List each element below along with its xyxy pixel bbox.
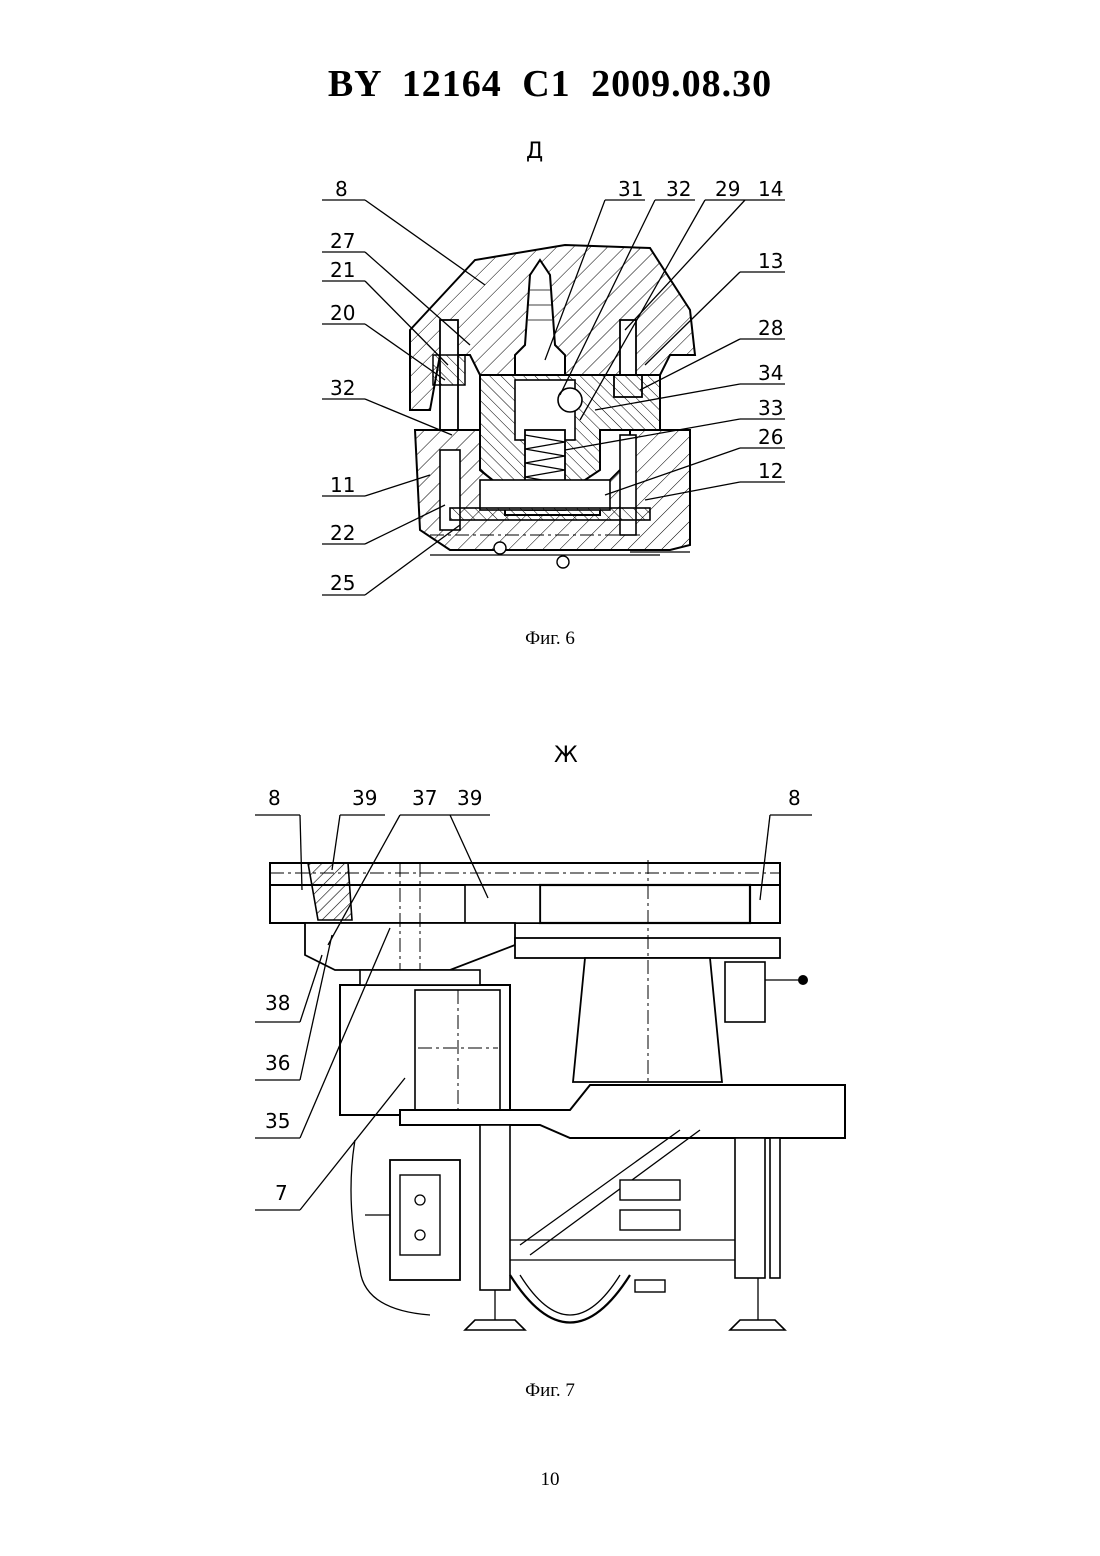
- label-27: 27: [330, 229, 355, 253]
- figure-6-drawing: Д 8 27: [300, 130, 820, 610]
- label-37: 37: [412, 786, 437, 810]
- part-13-stud: [620, 320, 636, 380]
- figure7-view-letter: Ж: [554, 743, 578, 768]
- label-33: 33: [758, 396, 783, 420]
- label-39-left: 39: [352, 786, 377, 810]
- label-14: 14: [758, 177, 783, 201]
- figure6-view-letter: Д: [526, 139, 543, 164]
- label-38: 38: [265, 991, 290, 1015]
- label-8-right: 8: [788, 786, 801, 810]
- label-7: 7: [275, 1181, 288, 1205]
- figure-7-drawing: Ж: [240, 730, 870, 1360]
- label-26: 26: [758, 425, 783, 449]
- label-36: 36: [265, 1051, 290, 1075]
- document-header: BY 12164 C1 2009.08.30: [0, 62, 1100, 106]
- part-25-plate: [450, 508, 650, 520]
- part-26-insert: [480, 480, 610, 510]
- label-8: 8: [335, 177, 348, 201]
- label-31: 31: [618, 177, 643, 201]
- label-13: 13: [758, 249, 783, 273]
- label-11: 11: [330, 473, 355, 497]
- label-25: 25: [330, 571, 355, 595]
- label-12: 12: [758, 459, 783, 483]
- label-28: 28: [758, 316, 783, 340]
- label-29: 29: [715, 177, 740, 201]
- label-32-top: 32: [666, 177, 691, 201]
- label-22: 22: [330, 521, 355, 545]
- figure-6-caption: Фиг. 6: [0, 628, 1100, 650]
- label-32-left: 32: [330, 376, 355, 400]
- page-number: 10: [0, 1469, 1100, 1491]
- label-34: 34: [758, 361, 783, 385]
- label-21: 21: [330, 258, 355, 282]
- label-35: 35: [265, 1109, 290, 1133]
- label-20: 20: [330, 301, 355, 325]
- label-8-left: 8: [268, 786, 281, 810]
- figure-7-caption: Фиг. 7: [0, 1380, 1100, 1402]
- label-39-right: 39: [457, 786, 482, 810]
